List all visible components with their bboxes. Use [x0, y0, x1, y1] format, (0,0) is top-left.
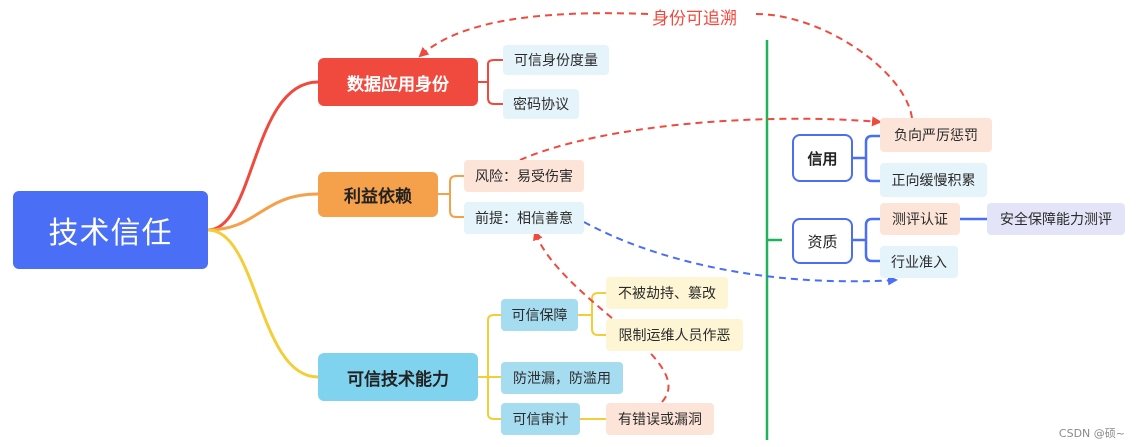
- link-root-identity: [207, 80, 319, 232]
- leaf-restrict-ops: 限制运维人员作恶: [606, 319, 743, 351]
- link-interest-leaves: [438, 175, 464, 218]
- leaf-trusted-guarantee-label: 可信保障: [511, 308, 568, 324]
- qualification-label: 资质: [807, 232, 838, 251]
- credit-label: 信用: [807, 149, 838, 168]
- leaf-risk-label: 风险：易受伤害: [475, 169, 573, 185]
- dashed-premise-to-access: [583, 221, 898, 286]
- leaf-errors-label: 有错误或漏洞: [618, 412, 702, 428]
- leaf-eval-cert: 测评认证: [880, 203, 960, 235]
- leaf-security-eval-label: 安全保障能力测评: [1000, 212, 1112, 228]
- link-tech-leaves: [478, 314, 501, 420]
- branch-trusted-tech: 可信技术能力: [318, 353, 478, 401]
- leaf-crypto-protocol: 密码协议: [503, 89, 579, 119]
- leaf-positive-accumulate-label: 正向缓慢积累: [891, 173, 976, 189]
- leaf-trusted-audit-label: 可信审计: [512, 412, 569, 428]
- link-guarantee-leaves: [578, 292, 606, 336]
- dashed-traceable-arrow: [420, 12, 913, 119]
- credit-box: 信用: [792, 134, 853, 182]
- watermark: CSDN @硕~: [1058, 427, 1125, 440]
- branch-data-identity-label: 数据应用身份: [347, 74, 449, 95]
- dashed-risk-to-penalty: [519, 116, 882, 161]
- leaf-errors: 有错误或漏洞: [606, 403, 714, 435]
- leaf-eval-cert-label: 测评认证: [892, 212, 948, 228]
- branch-interest: 利益依赖: [318, 172, 438, 217]
- leaf-premise: 前提：相信善意: [464, 202, 584, 234]
- leaf-industry-access-label: 行业准入: [891, 255, 947, 271]
- branch-interest-label: 利益依赖: [344, 187, 412, 207]
- branch-data-identity: 数据应用身份: [318, 58, 478, 106]
- leaf-premise-label: 前提：相信善意: [475, 211, 573, 227]
- dashed-errors-to-premise: [533, 230, 670, 403]
- qualification-box: 资质: [792, 218, 853, 264]
- leaf-industry-access: 行业准入: [880, 246, 958, 278]
- root-node: 技术信任: [13, 191, 208, 269]
- leaf-trusted-guarantee: 可信保障: [501, 299, 578, 331]
- leaf-crypto-protocol-label: 密码协议: [513, 97, 569, 113]
- branch-trusted-tech-label: 可信技术能力: [347, 369, 449, 390]
- leaf-negative-penalty-label: 负向严厉惩罚: [894, 128, 978, 144]
- leaf-negative-penalty: 负向严厉惩罚: [880, 118, 992, 152]
- leaf-risk: 风险：易受伤害: [464, 160, 584, 192]
- link-identity-leaves: [478, 59, 503, 105]
- link-root-interest: [207, 192, 319, 232]
- link-credit-leaves: [853, 134, 880, 183]
- link-qualification-leaves: [853, 217, 880, 263]
- leaf-restrict-ops-label: 限制运维人员作恶: [618, 328, 731, 344]
- leaf-trusted-metric: 可信身份度量: [503, 45, 609, 75]
- leaf-trusted-metric-label: 可信身份度量: [514, 53, 598, 69]
- leaf-leak-abuse: 防泄漏，防滥用: [501, 362, 623, 394]
- leaf-leak-abuse-label: 防泄漏，防滥用: [513, 371, 611, 387]
- leaf-no-hijack: 不被劫持、篡改: [606, 277, 728, 309]
- leaf-trusted-audit: 可信审计: [501, 403, 580, 435]
- leaf-positive-accumulate: 正向缓慢积累: [880, 163, 987, 197]
- leaf-security-eval: 安全保障能力测评: [987, 203, 1125, 235]
- root-label: 技术信任: [48, 216, 173, 251]
- annotation-traceable: 身份可追溯: [652, 9, 737, 29]
- link-root-tech: [207, 228, 319, 379]
- leaf-no-hijack-label: 不被劫持、篡改: [618, 286, 716, 302]
